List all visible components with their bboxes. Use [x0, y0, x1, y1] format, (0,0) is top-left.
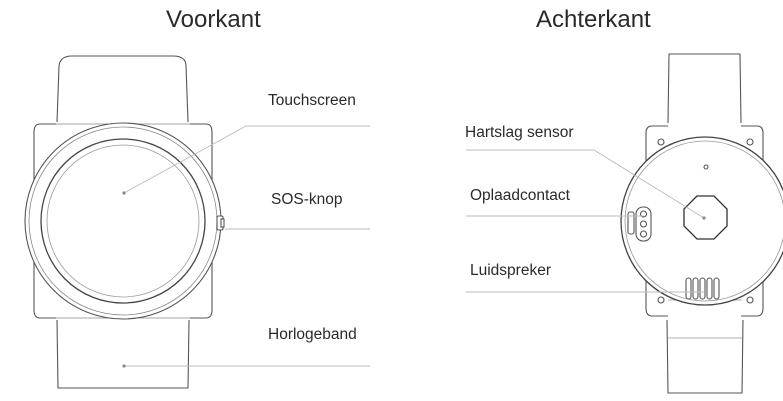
label-touchscreen: Touchscreen — [268, 92, 356, 109]
label-speaker: Luidspreker — [470, 262, 551, 279]
heart-rate-leader — [466, 149, 705, 219]
charging-contacts — [635, 206, 652, 242]
label-watch-band: Horlogeband — [268, 326, 357, 343]
back-cover — [620, 136, 783, 306]
front-heading: Voorkant — [166, 6, 261, 33]
label-sos-button: SOS-knop — [271, 191, 343, 208]
front-top-strap — [56, 55, 189, 123]
front-watch — [24, 55, 225, 389]
heart-rate-sensor — [683, 195, 728, 240]
label-heart-rate-sensor: Hartslag sensor — [465, 124, 574, 141]
touchscreen-leader — [123, 125, 370, 194]
front-bottom-strap — [56, 319, 190, 389]
back-heading: Achterkant — [536, 6, 651, 33]
back-top-strap — [667, 53, 742, 124]
back-watch — [620, 53, 783, 394]
label-charging-contact: Oplaadcontact — [470, 187, 570, 204]
back-bottom-strap — [666, 319, 744, 394]
front-bezel — [24, 122, 222, 320]
front-screen — [40, 138, 206, 304]
speaker-grille — [685, 277, 720, 300]
